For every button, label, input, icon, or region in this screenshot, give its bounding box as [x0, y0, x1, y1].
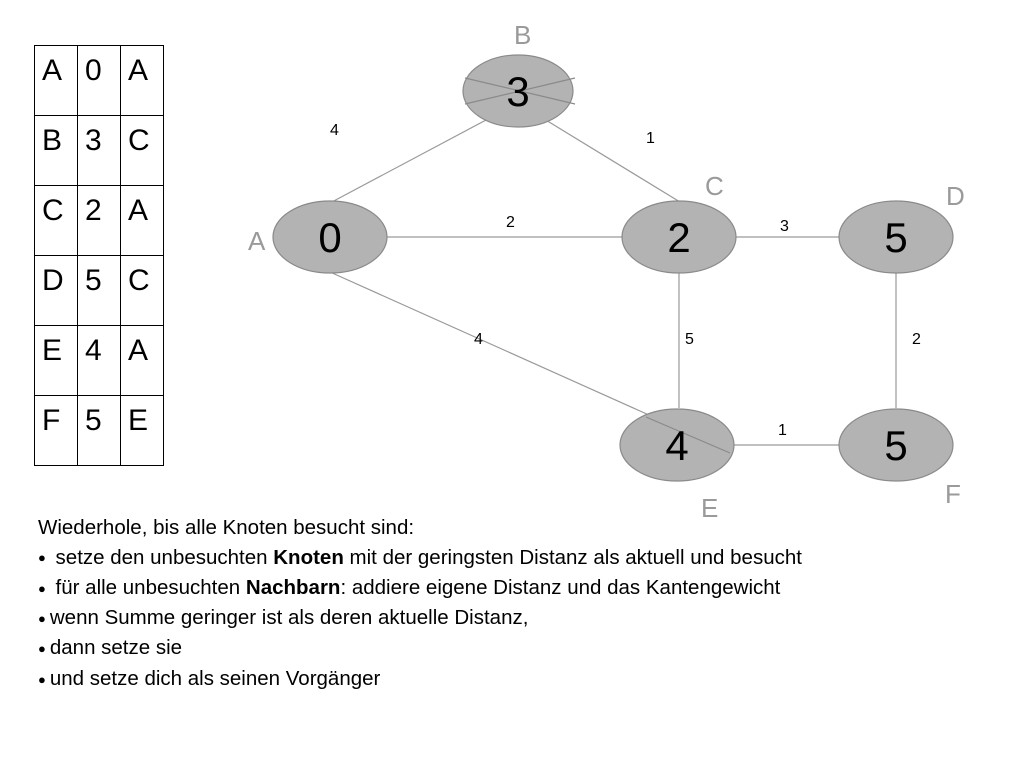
- bullet-icon: ●: [38, 550, 46, 566]
- table-cell-predecessor: E: [120, 395, 164, 466]
- table-cell-predecessor: A: [120, 325, 164, 396]
- table-row: E 4 A: [34, 325, 164, 396]
- step-text: setze den unbesuchten: [49, 545, 274, 569]
- node-ellipse: [272, 200, 388, 274]
- node-name-c: C: [705, 171, 724, 201]
- edge-weight-a-e: 4: [474, 331, 483, 348]
- edge-weight-c-d: 3: [780, 218, 789, 235]
- table-row: F 5 E: [34, 395, 164, 466]
- edge-weight-d-f: 2: [912, 331, 921, 348]
- table-cell-predecessor: A: [120, 45, 164, 116]
- table-cell-predecessor: C: [120, 115, 164, 186]
- step-text: und setze dich als seinen Vorgänger: [49, 666, 381, 690]
- edge-weight-c-e: 5: [685, 331, 694, 348]
- step-keyword: Nachbarn: [245, 575, 341, 599]
- node-b: 3: [462, 54, 576, 128]
- step-item: ●dann setze sie: [38, 633, 1013, 663]
- bullet-icon: ●: [38, 580, 46, 596]
- node-cross-line: [464, 77, 576, 105]
- table-cell-predecessor: A: [120, 185, 164, 256]
- node-c: 2: [621, 200, 737, 274]
- graph-diagram: 4 1 2 3 4 5 2 1 3 B 0 A 2 C 5 D 4 E 5 F: [248, 20, 965, 520]
- node-a: 0: [272, 200, 388, 274]
- table-cell-distance: 0: [77, 45, 121, 116]
- node-value: 5: [884, 422, 907, 469]
- step-item: ●wenn Summe geringer ist als deren aktue…: [38, 603, 1013, 633]
- edge-weight-a-c: 2: [506, 214, 515, 231]
- instructions-heading: Wiederhole, bis alle Knoten besucht sind…: [38, 516, 415, 539]
- step-item: ● für alle unbesuchten Nachbarn: addiere…: [38, 573, 1013, 603]
- table-cell-node: B: [34, 115, 78, 186]
- bullet-icon: ●: [38, 610, 46, 626]
- table-row: A 0 A: [34, 45, 164, 116]
- edge-weight-e-f: 1: [778, 422, 787, 439]
- algorithm-description: Wiederhole, bis alle Knoten besucht sind…: [38, 513, 1013, 694]
- distance-table: A 0 A B 3 C C 2 A D 5 C E 4 A F 5 E: [34, 45, 164, 466]
- bullet-icon: ●: [38, 641, 46, 657]
- node-name-d: D: [946, 181, 965, 211]
- edge-weight-b-c: 1: [646, 130, 655, 147]
- node-value: 2: [667, 214, 690, 261]
- node-ellipse: [838, 200, 954, 274]
- node-ellipse: [838, 408, 954, 482]
- node-value: 3: [506, 68, 529, 115]
- node-e: 4: [619, 408, 735, 482]
- node-ellipse: [621, 200, 737, 274]
- step-text: dann setze sie: [49, 636, 183, 660]
- table-cell-node: F: [34, 395, 78, 466]
- table-cell-node: A: [34, 45, 78, 116]
- node-name-f: F: [945, 479, 961, 509]
- table-cell-distance: 4: [77, 325, 121, 396]
- step-text: für alle unbesuchten: [49, 575, 246, 599]
- step-text: mit der geringsten Distanz als aktuell u…: [343, 545, 802, 569]
- table-cell-distance: 2: [77, 185, 121, 256]
- node-value: 5: [884, 214, 907, 261]
- node-name-e: E: [701, 493, 718, 520]
- step-item: ●und setze dich als seinen Vorgänger: [38, 664, 1013, 694]
- table-cell-node: D: [34, 255, 78, 326]
- node-name-a: A: [248, 226, 266, 256]
- step-text: wenn Summe geringer ist als deren aktuel…: [49, 606, 529, 630]
- table-row: C 2 A: [34, 185, 164, 256]
- node-ellipse: [619, 408, 735, 482]
- table-row: D 5 C: [34, 255, 164, 326]
- table-row: B 3 C: [34, 115, 164, 186]
- step-text: : addiere eigene Distanz und das Kanteng…: [340, 575, 781, 599]
- step-item: ● setze den unbesuchten Knoten mit der g…: [38, 543, 1013, 573]
- step-keyword: Knoten: [273, 545, 344, 569]
- bullet-icon: ●: [38, 671, 46, 687]
- edge-weight-a-b: 4: [330, 122, 339, 139]
- node-name-b: B: [514, 20, 531, 50]
- node-value: 4: [665, 422, 688, 469]
- table-cell-node: C: [34, 185, 78, 256]
- node-value: 0: [318, 214, 341, 261]
- table-cell-predecessor: C: [120, 255, 164, 326]
- node-cross-line: [645, 416, 731, 454]
- node-d: 5: [838, 200, 954, 274]
- table-cell-distance: 5: [77, 395, 121, 466]
- node-f: 5: [838, 408, 954, 482]
